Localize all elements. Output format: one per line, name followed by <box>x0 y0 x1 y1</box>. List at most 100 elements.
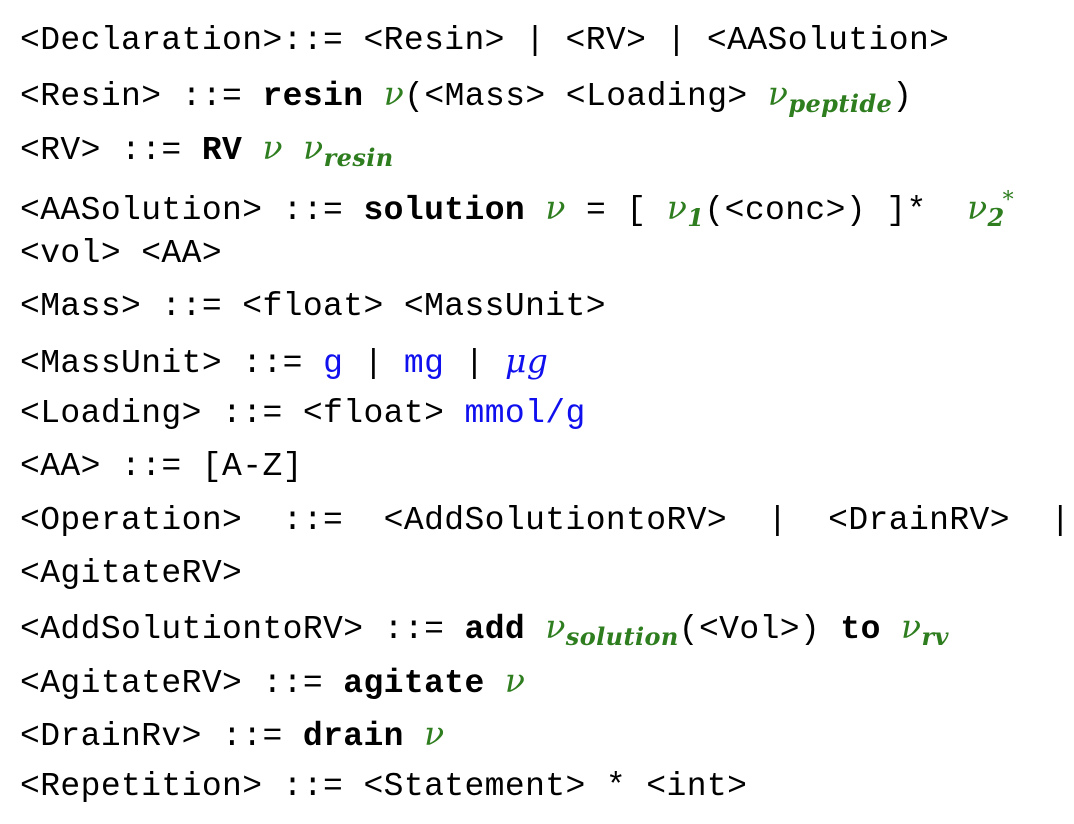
variable-subscript: peptide <box>788 89 893 119</box>
grammar-rule: <AA> ::= [A-Z] <box>20 440 1071 493</box>
keyword-text: RV <box>201 131 243 169</box>
grammar-text: = [ <box>566 192 667 229</box>
grammar-text: <Declaration>::= <Resin> | <RV> | <AASol… <box>20 22 949 59</box>
grammar-text-text <box>363 78 383 115</box>
variable-subscript: rv <box>921 622 949 652</box>
grammar-text-text: = [ <box>565 191 667 229</box>
grammar-text <box>363 78 383 115</box>
variable: ν2* <box>967 187 1014 232</box>
variable-subscript: solution <box>565 622 679 652</box>
grammar-text: <AASolution> ::= <box>20 192 363 229</box>
grammar-text: <AgitateRV> <box>20 555 242 592</box>
variable-text: ν <box>967 187 988 227</box>
grammar-text: <Operation> ::= <AddSolutiontoRV> | <Dra… <box>20 502 1071 539</box>
keyword: agitate <box>343 665 484 702</box>
grammar-rule: <Mass> ::= <float> <MassUnit> <box>20 280 1071 333</box>
grammar-text-text <box>404 718 424 755</box>
grammar-text <box>881 611 901 648</box>
keyword: solution <box>363 192 525 229</box>
grammar-text-text: <MassUnit> ::= <box>20 344 324 382</box>
variable: ν <box>384 74 404 113</box>
grammar-text-text: <AASolution> ::= <box>20 191 364 229</box>
grammar-text: | <box>343 345 404 382</box>
unit: g <box>323 345 343 382</box>
grammar-rule: <RV> ::= RV ν νresin <box>20 121 1071 174</box>
grammar-rule: <MassUnit> ::= g | mg | μg <box>20 334 1071 387</box>
grammar-rule: <Repetition> ::= <Statement> * <int> <box>20 760 1071 813</box>
keyword: drain <box>303 718 404 755</box>
grammar-text-text: <Repetition> ::= <Statement> * <int> <box>20 768 748 806</box>
grammar-text-text <box>525 611 545 648</box>
grammar-text-text: (<Mass> <Loading> <box>404 78 768 116</box>
variable-text: ν <box>303 127 324 167</box>
grammar-text-text: <AA> ::= [A-Z] <box>20 448 303 486</box>
variable-text: ν <box>504 660 526 700</box>
keyword: add <box>464 611 525 648</box>
variable-text: ν <box>545 187 566 227</box>
grammar-text: ) <box>892 78 912 115</box>
grammar-text-text: <Operation> ::= <AddSolutiontoRV> | <Dra… <box>20 501 1071 539</box>
unit-text: μg <box>504 340 549 380</box>
grammar-text <box>283 132 303 169</box>
grammar-text: | <box>444 345 505 382</box>
grammar-rule: <vol> <AA> <box>20 227 1071 280</box>
grammar-text: <AddSolutiontoRV> ::= <box>20 611 464 648</box>
grammar-text-text: ) <box>892 78 913 116</box>
variable-text: ν <box>262 127 283 167</box>
grammar-text-text: <DrainRv> ::= <box>20 717 303 755</box>
grammar-text: <Resin> ::= <box>20 78 262 115</box>
variable: νpeptide <box>767 74 892 118</box>
variable: νresin <box>303 127 393 172</box>
grammar-text-text: | <box>343 344 404 382</box>
grammar-rule: <AgitateRV> <box>20 547 1071 600</box>
variable-subscript: 1 <box>687 202 705 232</box>
grammar-text-text: <Resin> ::= <box>20 78 263 116</box>
grammar-text: <Repetition> ::= <Statement> * <int> <box>20 768 747 805</box>
grammar-text: <RV> ::= <box>20 132 202 169</box>
keyword-text: resin <box>262 78 364 116</box>
variable-text: ν <box>383 74 405 114</box>
grammar-text-text: | <box>444 344 505 382</box>
grammar-text: <MassUnit> ::= <box>20 345 323 382</box>
keyword-text: to <box>840 611 881 649</box>
grammar-text-text: <Mass> ::= <float> <MassUnit> <box>20 288 606 326</box>
variable: ν <box>545 188 565 227</box>
grammar-text-text: <AgitateRV> ::= <box>20 664 344 702</box>
variable-text: ν <box>424 713 445 753</box>
grammar-text <box>404 718 424 755</box>
grammar-rule: <DrainRv> ::= drain ν <box>20 707 1071 760</box>
grammar-text-text: <Loading> ::= <float> <box>20 395 465 433</box>
grammar-text <box>485 665 505 702</box>
grammar-text <box>525 611 545 648</box>
variable-subscript: resin <box>323 142 394 172</box>
grammar-text-text <box>525 192 545 229</box>
keyword: resin <box>262 78 363 115</box>
keyword: RV <box>202 132 242 169</box>
unit-text: g <box>323 344 344 382</box>
keyword: to <box>840 611 880 648</box>
grammar-rule: <Declaration>::= <Resin> | <RV> | <AASol… <box>20 14 1071 67</box>
grammar-text-text: <AddSolutiontoRV> ::= <box>20 611 465 649</box>
grammar-text <box>525 192 545 229</box>
grammar-text-text <box>881 611 901 648</box>
keyword-text: agitate <box>343 664 485 702</box>
grammar-text <box>242 132 262 169</box>
variable: ν <box>505 661 525 700</box>
variable: ν <box>262 128 282 167</box>
grammar-rule: <AgitateRV> ::= agitate ν <box>20 654 1071 707</box>
grammar-text: <AA> ::= [A-Z] <box>20 448 303 485</box>
unit: μg <box>505 341 548 380</box>
grammar-text-text <box>485 665 505 702</box>
variable: ν1 <box>667 188 705 232</box>
unit-text: mg <box>403 344 445 382</box>
grammar-definition: <Declaration>::= <Resin> | <RV> | <AASol… <box>20 14 1071 813</box>
variable: νsolution <box>545 607 678 651</box>
grammar-text-text <box>242 132 262 169</box>
grammar-text-text: <vol> <AA> <box>20 235 223 273</box>
unit: mg <box>404 345 444 382</box>
grammar-text: <Loading> ::= <float> <box>20 395 464 432</box>
variable-text: ν <box>767 74 789 114</box>
grammar-rule: <Operation> ::= <AddSolutiontoRV> | <Dra… <box>20 494 1071 547</box>
variable-text: ν <box>545 607 566 647</box>
unit-text: mmol/g <box>464 395 586 433</box>
